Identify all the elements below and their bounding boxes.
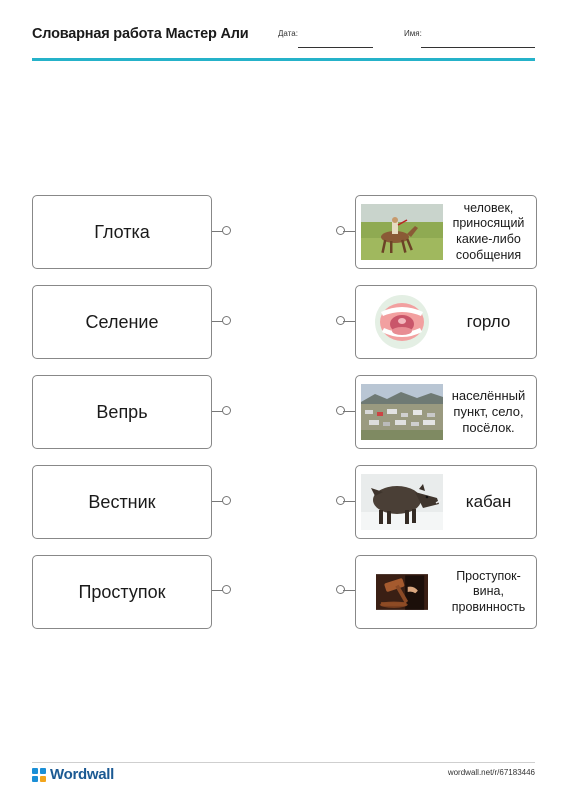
connector-line-left [212,501,225,502]
word-card-4[interactable]: Вестник [32,465,212,539]
date-field[interactable] [298,47,373,48]
name-field[interactable] [421,47,535,48]
match-dot-left-5[interactable] [222,585,231,594]
word-label: Вестник [88,491,156,512]
word-label: Проступок [78,581,166,602]
header-divider [32,58,535,61]
definition-card-2[interactable]: горло [355,285,537,359]
judge-gavel-image [376,574,428,610]
definition-card-1[interactable]: человек, приносящий какие-либо сообщения [355,195,537,269]
word-card-3[interactable]: Вепрь [32,375,212,449]
brand-name: Wordwall [50,766,114,783]
match-dot-left-4[interactable] [222,496,231,505]
definition-card-3[interactable]: населённый пункт, село, посёлок. [355,375,537,449]
word-label: Вепрь [96,401,148,422]
wild-boar-image [361,474,443,530]
connector-line-right [343,590,355,591]
word-label: Глотка [94,221,150,242]
connector-line-left [212,590,225,591]
horse-rider-image [361,204,443,260]
connector-line-left [212,321,225,322]
connector-line-right [343,231,355,232]
definition-text: Проступок- вина, провинность [451,568,526,614]
match-dot-left-3[interactable] [222,406,231,415]
definition-text: кабан [465,492,512,512]
village-image [361,384,443,440]
connector-line-right [343,501,355,502]
date-label: Дата: [278,29,298,38]
connector-line-left [212,231,225,232]
word-card-5[interactable]: Проступок [32,555,212,629]
definition-card-5[interactable]: Проступок- вина, провинность [355,555,537,629]
definition-card-4[interactable]: кабан [355,465,537,539]
wordwall-logo[interactable]: Wordwall [32,766,114,783]
match-dot-left-1[interactable] [222,226,231,235]
match-dot-right-3[interactable] [336,406,345,415]
open-mouth-throat-image [361,294,443,350]
connector-line-right [343,321,355,322]
word-card-2[interactable]: Селение [32,285,212,359]
connector-line-left [212,411,225,412]
match-dot-left-2[interactable] [222,316,231,325]
footer-url[interactable]: wordwall.net/r/67183446 [447,768,535,777]
match-dot-right-5[interactable] [336,585,345,594]
definition-text: горло [466,312,511,332]
footer-divider [32,762,535,763]
definition-text: человек, приносящий какие-либо сообщения [452,200,525,262]
match-dot-right-4[interactable] [336,496,345,505]
match-dot-right-2[interactable] [336,316,345,325]
word-label: Селение [85,311,159,332]
match-dot-right-1[interactable] [336,226,345,235]
definition-text: населённый пункт, село, посёлок. [451,387,526,436]
connector-line-right [343,411,355,412]
wordwall-grid-icon [32,767,46,782]
name-label: Имя: [404,29,422,38]
page-title: Словарная работа Мастер Али [32,26,249,42]
word-card-1[interactable]: Глотка [32,195,212,269]
